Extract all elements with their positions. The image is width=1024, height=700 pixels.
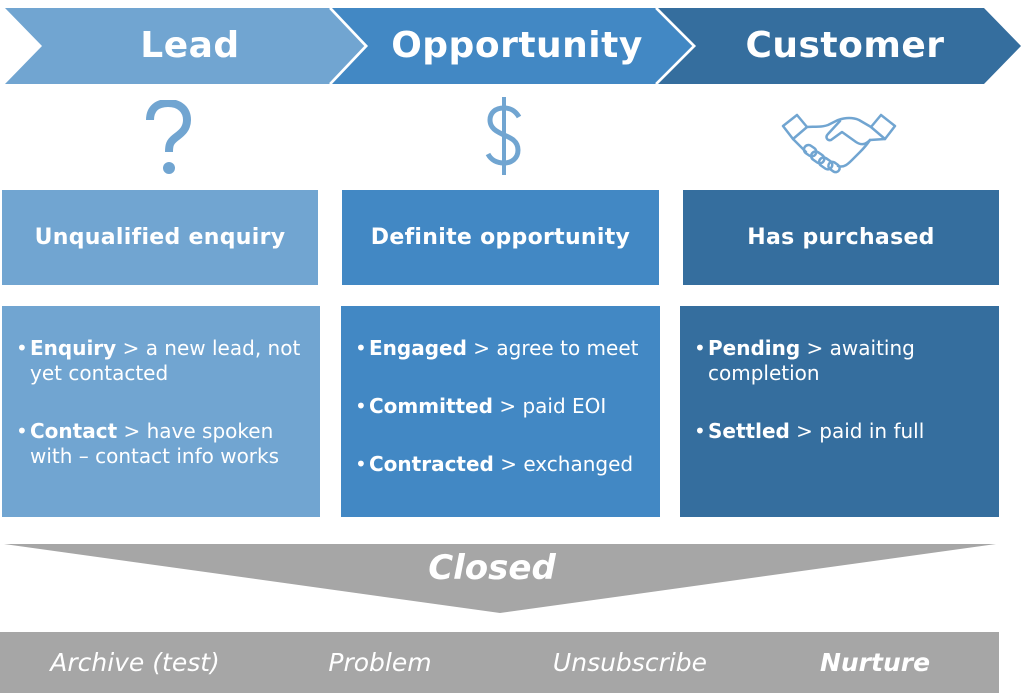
status-term: Committed bbox=[369, 394, 493, 418]
list-item: • Enquiry > a new lead, not yet contacte… bbox=[16, 336, 310, 386]
outcome-nurture: Nurture bbox=[819, 648, 931, 677]
status-description: > have spoken with – contact info works bbox=[30, 419, 280, 468]
status-description: > paid EOI bbox=[492, 394, 607, 418]
bullet-icon: • bbox=[355, 452, 367, 476]
stage-title-text: Definite opportunity bbox=[370, 225, 631, 250]
stage-title-text: Has purchased bbox=[747, 225, 935, 250]
stage-detail-lead: • Enquiry > a new lead, not yet contacte… bbox=[2, 306, 320, 517]
bullet-icon: • bbox=[694, 419, 706, 443]
status-term: Settled bbox=[708, 419, 790, 443]
status-term: Enquiry bbox=[30, 336, 117, 360]
stage-detail-opportunity: • Engaged > agree to meet • Committed > … bbox=[341, 306, 660, 517]
list-item: • Contracted > exchanged bbox=[355, 452, 650, 477]
stage-header-opportunity: Opportunity bbox=[391, 25, 643, 66]
list-item: • Settled > paid in full bbox=[694, 419, 989, 444]
stage-title-customer: Has purchased bbox=[683, 190, 999, 285]
dollar-sign-icon bbox=[485, 97, 522, 175]
outcome-archive: Archive (test) bbox=[50, 648, 220, 677]
status-term: Contact bbox=[30, 419, 118, 443]
question-mark-icon bbox=[146, 100, 192, 174]
closed-outcomes-bar: Archive (test) Problem Unsubscribe Nurtu… bbox=[0, 632, 999, 693]
chevron-lead bbox=[5, 8, 366, 84]
outcome-unsubscribe: Unsubscribe bbox=[552, 648, 708, 677]
closed-label: Closed bbox=[428, 548, 556, 588]
status-description: > exchanged bbox=[493, 452, 634, 476]
stage-chevrons bbox=[5, 7, 1021, 85]
status-term: Engaged bbox=[369, 336, 467, 360]
chevron-customer bbox=[658, 8, 1021, 84]
stage-detail-customer: • Pending > awaiting completion • Settle… bbox=[680, 306, 999, 517]
status-description: > agree to meet bbox=[466, 336, 639, 360]
status-description: > awaiting completion bbox=[708, 336, 915, 385]
stage-title-opportunity: Definite opportunity bbox=[342, 190, 659, 285]
status-description: > a new lead, not yet contacted bbox=[30, 336, 301, 385]
outcome-problem: Problem bbox=[328, 648, 432, 677]
status-term: Pending bbox=[708, 336, 801, 360]
chevron-divider bbox=[329, 7, 368, 85]
stage-header-lead: Lead bbox=[140, 25, 240, 66]
bullet-icon: • bbox=[355, 336, 367, 360]
bullet-icon: • bbox=[16, 419, 28, 443]
list-item: • Engaged > agree to meet bbox=[355, 336, 650, 361]
list-item: • Pending > awaiting completion bbox=[694, 336, 989, 386]
chevron-divider bbox=[655, 7, 696, 85]
status-term: Contracted bbox=[369, 452, 494, 476]
status-description: > paid in full bbox=[789, 419, 925, 443]
list-item: • Committed > paid EOI bbox=[355, 394, 650, 419]
closed-funnel bbox=[4, 544, 996, 613]
stage-title-text: Unqualified enquiry bbox=[34, 225, 286, 250]
list-item: • Contact > have spoken with – contact i… bbox=[16, 419, 310, 469]
stage-title-lead: Unqualified enquiry bbox=[2, 190, 318, 285]
chevron-opportunity bbox=[332, 8, 694, 84]
bullet-icon: • bbox=[694, 336, 706, 360]
bullet-icon: • bbox=[355, 394, 367, 418]
closed-funnel-shape bbox=[4, 544, 996, 613]
stage-header-customer: Customer bbox=[745, 25, 945, 66]
bullet-icon: • bbox=[16, 336, 28, 360]
handshake-icon bbox=[781, 113, 897, 174]
